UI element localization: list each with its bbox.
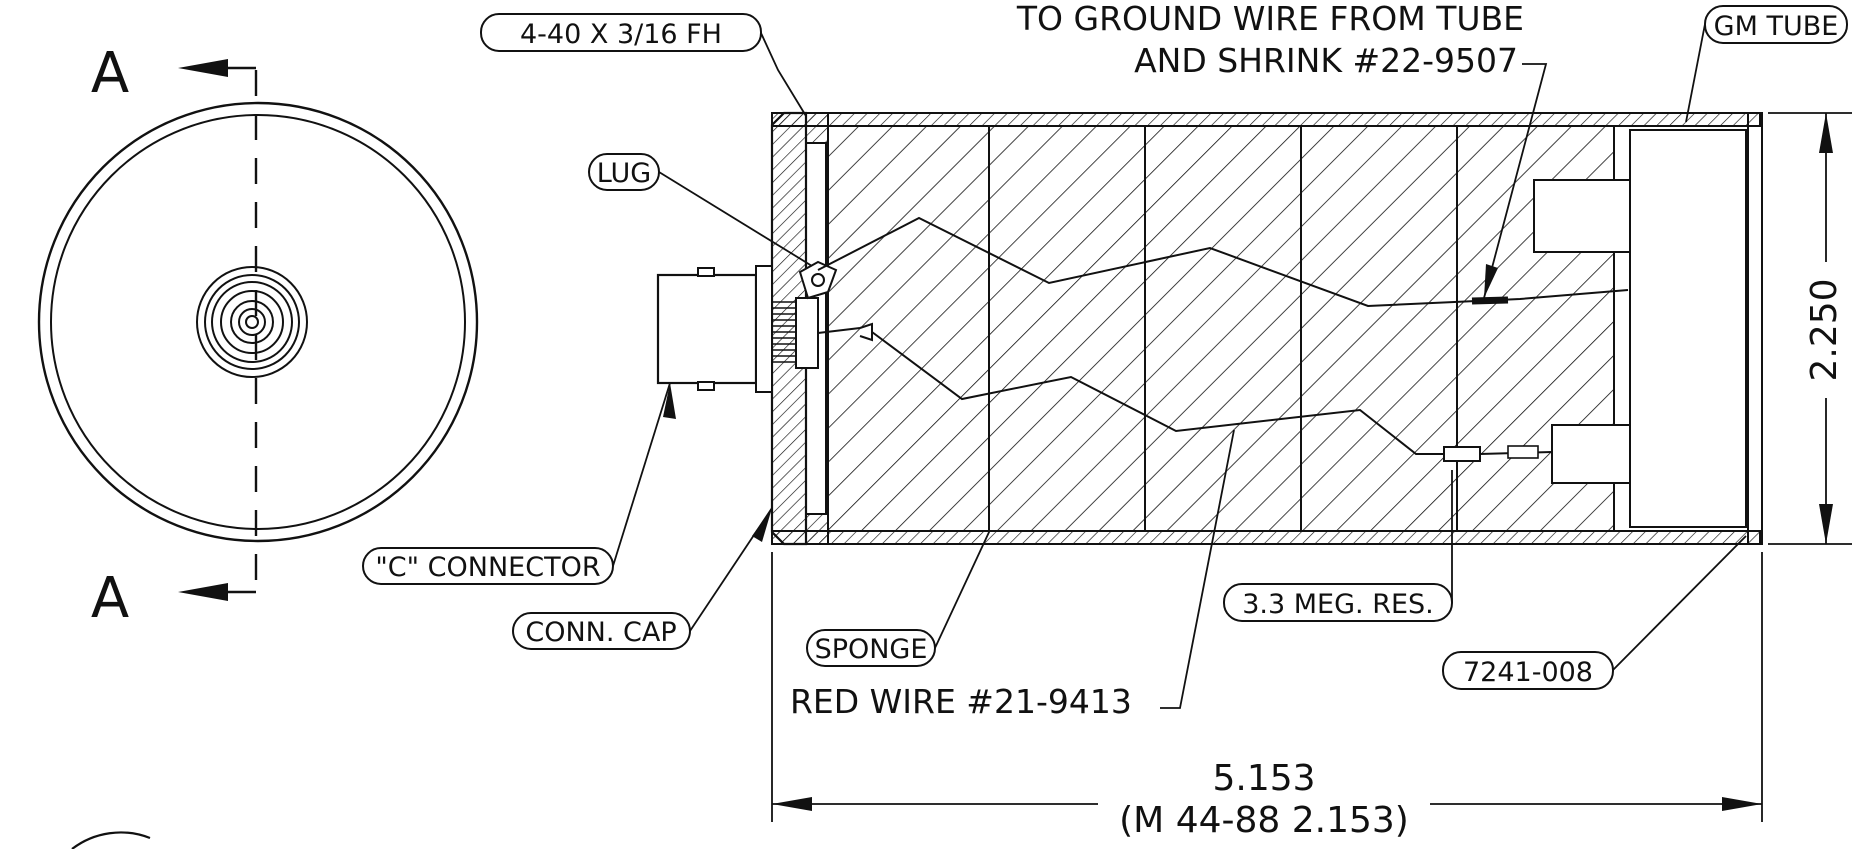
housing-right-rim bbox=[1747, 112, 1763, 545]
end-view-inner-circle bbox=[50, 114, 466, 530]
sponge-section-1 bbox=[827, 125, 990, 532]
lug-callout: LUG bbox=[597, 158, 651, 189]
resistor-callout: 3.3 MEG. RES. bbox=[1242, 589, 1434, 620]
connector-leader bbox=[612, 382, 671, 567]
red-wire-note: RED WIRE #21-9413 bbox=[790, 682, 1132, 721]
diameter-arrow-bottom bbox=[1819, 504, 1833, 544]
sponge-section-4 bbox=[1300, 125, 1458, 532]
housing-callout-frame bbox=[1442, 651, 1614, 690]
bnc-inner-bushing bbox=[795, 297, 819, 369]
length-dimension-alt: (M 44-88 2.153) bbox=[1119, 800, 1409, 841]
housing-leader bbox=[1612, 535, 1747, 671]
resistor-sleeve bbox=[1507, 445, 1539, 459]
length-arrow-left bbox=[772, 797, 812, 811]
screw-head-top bbox=[805, 112, 829, 144]
end-view-outer-circle bbox=[37, 101, 479, 543]
connector-callout: "C" CONNECTOR bbox=[375, 552, 600, 583]
sponge-callout: SPONGE bbox=[815, 634, 928, 665]
red-wire bbox=[871, 331, 1444, 455]
screw-leader bbox=[760, 32, 807, 117]
ground-note-leader-arrow bbox=[1484, 264, 1498, 298]
section-letter-top: A bbox=[91, 41, 129, 106]
screw-callout: 4-40 X 3/16 FH bbox=[520, 19, 722, 50]
ground-lug-hole bbox=[811, 273, 825, 287]
diameter-arrow-top bbox=[1819, 113, 1833, 153]
end-view-connector-ring-4 bbox=[220, 290, 284, 354]
end-view-connector-ring-2 bbox=[204, 274, 300, 370]
screw-head-bottom bbox=[805, 513, 829, 545]
section-arrow-top-head bbox=[178, 59, 228, 77]
ground-note-leader bbox=[1483, 63, 1548, 299]
sponge-section-2 bbox=[988, 125, 1146, 532]
resistor-callout-frame bbox=[1223, 583, 1453, 622]
sponge-leader bbox=[934, 529, 991, 649]
conn-cap-leader-arrow bbox=[752, 508, 772, 542]
gm-tube-window bbox=[1629, 129, 1747, 528]
end-view-connector-ring-1 bbox=[196, 266, 308, 378]
diameter-dimension: 2.250 bbox=[1804, 278, 1845, 381]
bnc-thread bbox=[772, 301, 796, 363]
ground-note-line-1: TO GROUND WIRE FROM TUBE bbox=[1016, 0, 1524, 38]
housing-bottom-wall bbox=[771, 530, 1761, 545]
housing-callout: 7241-008 bbox=[1463, 657, 1593, 688]
connector-leader-arrow bbox=[663, 383, 676, 419]
sponge-section-3 bbox=[1144, 125, 1302, 532]
gm-tube-leader bbox=[1685, 23, 1706, 123]
resistor-body bbox=[1443, 446, 1481, 462]
end-view-pin bbox=[245, 315, 259, 329]
housing-top-wall bbox=[771, 112, 1761, 127]
ground-lug bbox=[798, 260, 838, 300]
partial-symbol bbox=[71, 831, 151, 849]
red-wire-leader bbox=[1160, 429, 1235, 709]
gm-tube-top-terminal bbox=[1533, 179, 1631, 253]
length-arrow-right bbox=[1722, 797, 1762, 811]
bnc-flange bbox=[755, 265, 773, 393]
bnc-bayonet-top bbox=[697, 267, 715, 277]
bnc-bayonet-bottom bbox=[697, 381, 715, 391]
screw-callout-frame bbox=[480, 13, 762, 52]
gm-tube-bottom-terminal bbox=[1551, 424, 1631, 484]
callouts: 4-40 X 3/16 FH LUG "C" CONNECTOR CONN. C… bbox=[362, 5, 1848, 690]
ground-wire bbox=[817, 216, 1629, 308]
section-view bbox=[656, 111, 1763, 546]
end-view-connector-ring-6 bbox=[238, 308, 266, 336]
section-arrow-bottom-head bbox=[178, 583, 228, 601]
ground-wire-shrink bbox=[1471, 296, 1509, 305]
dimensions: 5.153 (M 44-88 2.153) 2.250 bbox=[771, 112, 1852, 841]
gm-tube-callout: GM TUBE bbox=[1714, 11, 1839, 42]
ground-note-line-2: AND SHRINK #22-9507 bbox=[1134, 41, 1518, 80]
section-letter-bottom: A bbox=[91, 566, 129, 631]
end-view: A A bbox=[37, 41, 479, 631]
lug-leader bbox=[658, 171, 813, 267]
end-view-connector-ring-5 bbox=[230, 300, 274, 344]
conn-cap-callout: CONN. CAP bbox=[525, 617, 676, 648]
length-dimension: 5.153 bbox=[1212, 758, 1315, 799]
bnc-connector-body bbox=[656, 273, 758, 385]
notes: TO GROUND WIRE FROM TUBE AND SHRINK #22-… bbox=[790, 0, 1548, 721]
end-view-connector-ring-3 bbox=[211, 281, 293, 363]
